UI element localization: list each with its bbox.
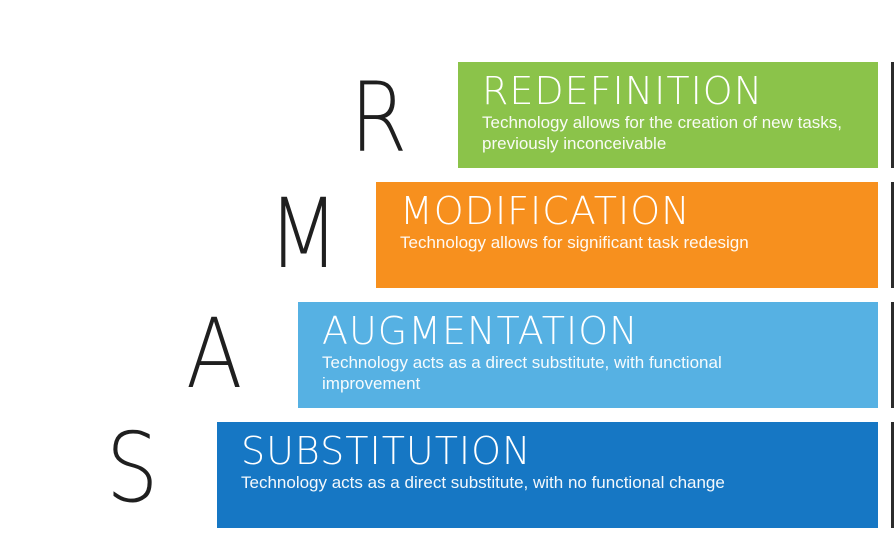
letter-m: M	[268, 178, 340, 290]
substitution-title: SUBSTITUTION	[241, 429, 532, 473]
edge-divider	[891, 422, 894, 528]
substitution-description: Technology acts as a direct substitute, …	[241, 473, 725, 492]
redefinition-title: REDEFINITION	[482, 69, 764, 113]
modification-block: MODIFICATION Technology allows for signi…	[376, 182, 878, 288]
edge-divider	[891, 62, 894, 168]
modification-description: Technology allows for significant task r…	[400, 233, 749, 252]
redefinition-block: REDEFINITION Technology allows for the c…	[458, 62, 878, 168]
redefinition-description: Technology allows for the creation of ne…	[482, 113, 843, 153]
substitution-block: SUBSTITUTION Technology acts as a direct…	[217, 422, 878, 528]
edge-divider	[891, 302, 894, 408]
letter-a: A	[186, 298, 243, 410]
letter-r: R	[350, 62, 408, 174]
edge-divider	[891, 182, 894, 288]
augmentation-title: AUGMENTATION	[322, 309, 639, 353]
augmentation-description: Technology acts as a direct substitute, …	[322, 353, 722, 393]
modification-title: MODIFICATION	[400, 189, 691, 233]
augmentation-block: AUGMENTATION Technology acts as a direct…	[298, 302, 878, 408]
letter-s: S	[106, 412, 159, 524]
